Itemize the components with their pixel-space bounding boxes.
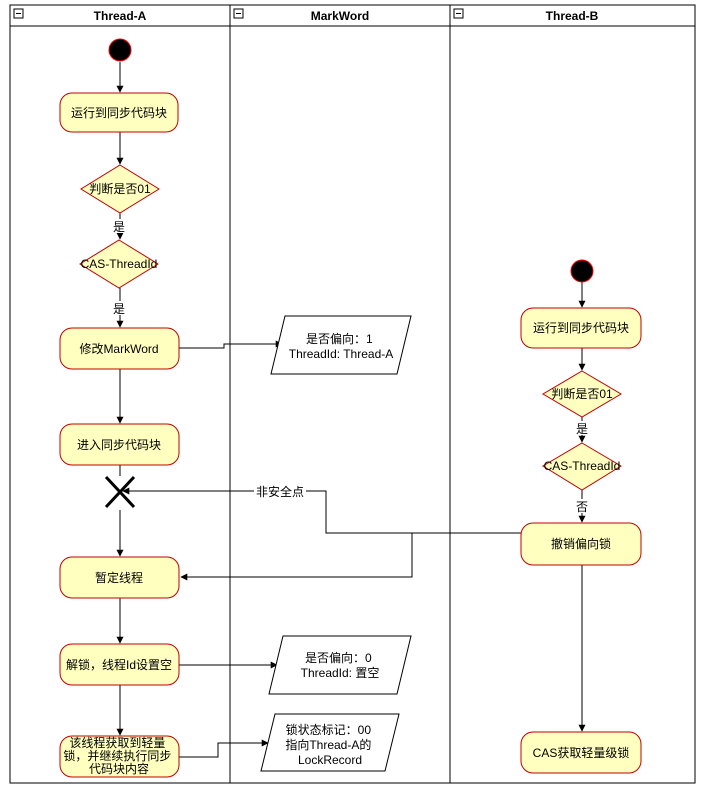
decision-a-check-01-label: 判断是否01: [89, 181, 151, 196]
data-node-lock-line-3: LockRecord: [298, 753, 362, 767]
data-node-biased0-line-1: 是否偏向：0: [305, 650, 372, 665]
edge-label-no-b: 否: [576, 500, 588, 514]
node-b-run-sync[interactable]: [520, 307, 642, 349]
decision-a-cas-label: CAS-ThreadId: [81, 257, 158, 271]
node-a-acquire-line-3: 代码块内容: [89, 761, 149, 776]
edge-acquire-lock: [179, 739, 269, 758]
edge-label-yes-a2: 是: [113, 302, 125, 316]
data-node-biased1-line-1: 是否偏向：1: [306, 331, 373, 346]
node-a-unlock-label: 解锁，线程Id设置空: [66, 657, 172, 672]
lane-collapse-icon-markword[interactable]: [233, 8, 244, 19]
decision-b-cas[interactable]: [542, 442, 622, 491]
lane-title-markword: MarkWord: [311, 9, 369, 23]
node-a-pause-thread[interactable]: [59, 556, 180, 599]
edge-label-unsafe-point: 非安全点: [256, 484, 304, 499]
decision-b-cas-label: CAS-ThreadId: [544, 459, 621, 473]
node-a-run-sync[interactable]: [59, 92, 179, 133]
data-node-biased0-label: 是否偏向：0 ThreadId: 置空: [301, 650, 380, 680]
edge-label-yes-b1: 是: [576, 422, 588, 436]
decision-b-check-01-label: 判断是否01: [551, 386, 613, 401]
data-node-biased1-line-2: ThreadId: Thread-A: [289, 347, 394, 361]
node-a-run-sync-label: 运行到同步代码块: [71, 106, 167, 120]
data-node-biased0-line-2: ThreadId: 置空: [301, 666, 380, 680]
edge-label-bg: [113, 219, 126, 233]
edge-modify-biased1: [179, 340, 283, 349]
node-a-pause-thread-label: 暂定线程: [95, 570, 143, 585]
node-a-modify-markword[interactable]: [59, 327, 180, 370]
data-node-lock[interactable]: [260, 713, 400, 772]
data-node-biased1-label: 是否偏向：1 ThreadId: Thread-A: [289, 331, 394, 361]
node-a-acquire-lightweight[interactable]: [59, 735, 180, 778]
edge-revoke-pause: [180, 532, 521, 581]
edge-label-bg: [576, 421, 589, 435]
lane-collapse-icon-a[interactable]: [13, 8, 24, 19]
lane-collapse-icon-b[interactable]: [453, 8, 464, 19]
node-a-acquire-line-1: 该线程获取到轻量: [69, 735, 165, 750]
terminate-cross-icon: [104, 475, 136, 509]
lane-title-thread-b: Thread-B: [546, 9, 599, 23]
data-node-lock-line-2: 指向Thread-A的: [285, 737, 371, 752]
edge-label-bg: [254, 484, 306, 498]
edge-label-bg: [576, 499, 589, 513]
node-b-cas-lightweight[interactable]: [520, 731, 642, 774]
start-node-b[interactable]: [570, 259, 594, 283]
edge-label-yes-a1: 是: [113, 220, 125, 234]
decision-a-cas[interactable]: [79, 239, 159, 289]
start-node-a[interactable]: [108, 38, 132, 62]
node-a-acquire-line-2: 锁，并继续执行同步: [63, 748, 171, 763]
node-a-enter-sync-label: 进入同步代码块: [77, 438, 161, 452]
node-b-cas-lightweight-label: CAS获取轻量级锁: [533, 745, 630, 760]
node-b-run-sync-label: 运行到同步代码块: [533, 321, 629, 335]
data-node-lock-line-1: 锁状态标记：00: [286, 722, 372, 737]
data-node-lock-label: 锁状态标记：00 指向Thread-A的 LockRecord: [285, 722, 374, 767]
node-a-acquire-lightweight-label: 该线程获取到轻量 锁，并继续执行同步 代码块内容: [63, 735, 174, 776]
node-a-enter-sync[interactable]: [59, 423, 180, 466]
data-node-biased1[interactable]: [270, 315, 412, 375]
node-b-revoke-biased-label: 撤销偏向锁: [551, 536, 611, 551]
data-node-biased0[interactable]: [268, 635, 412, 695]
node-a-unlock-line: 解锁，线程Id设置空: [66, 657, 172, 672]
node-a-unlock[interactable]: [59, 643, 180, 686]
node-b-revoke-biased[interactable]: [520, 522, 642, 566]
node-a-modify-markword-label: 修改MarkWord: [79, 341, 158, 356]
edge-label-bg: [113, 301, 126, 315]
decision-a-check-01[interactable]: [80, 164, 160, 214]
decision-b-check-01[interactable]: [542, 370, 622, 418]
lane-title-thread-a: Thread-A: [94, 9, 147, 23]
